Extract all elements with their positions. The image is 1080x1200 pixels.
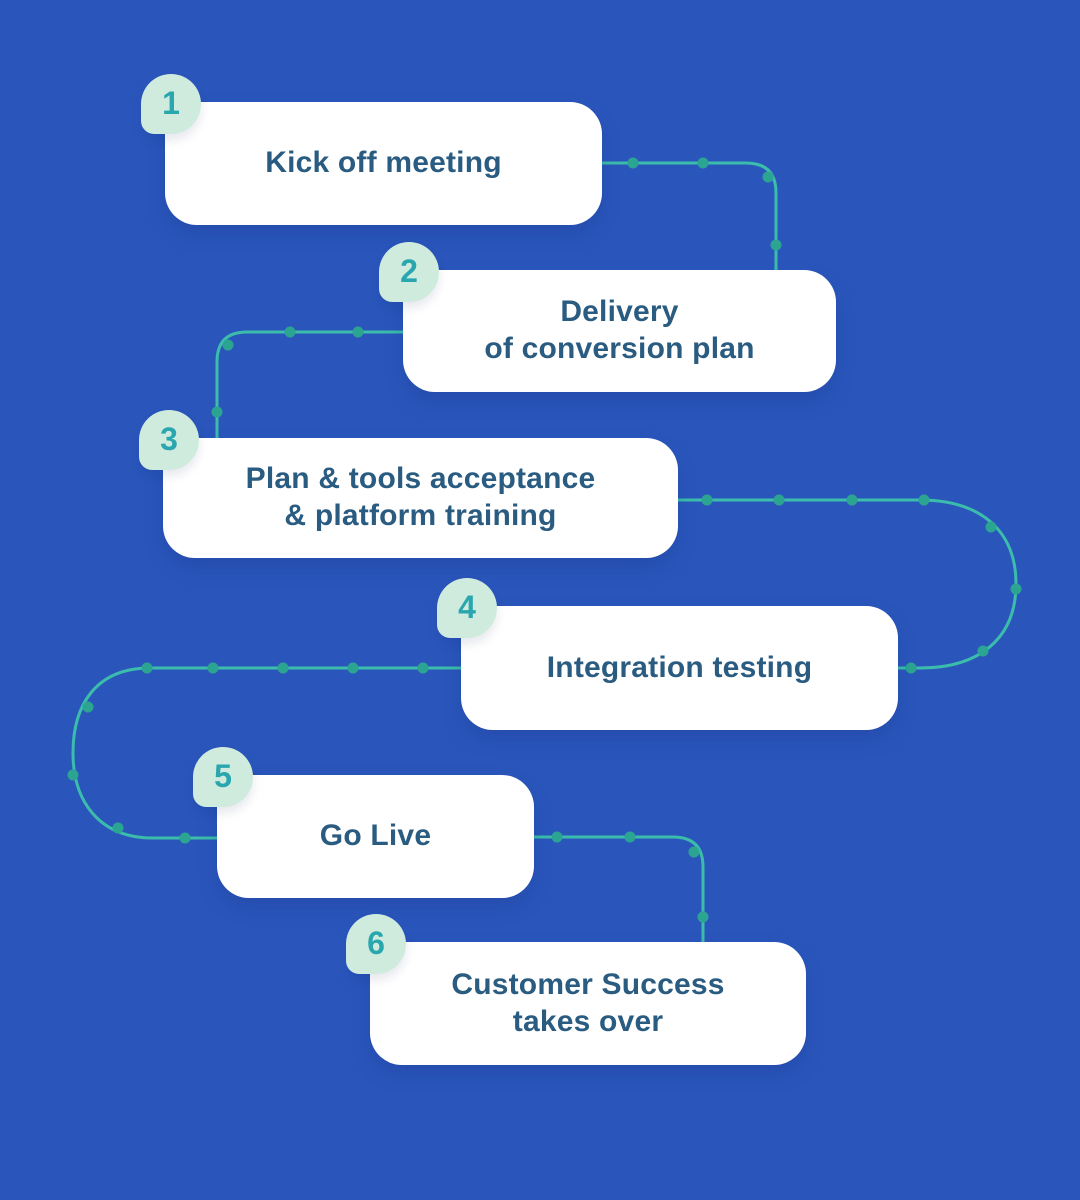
- connector-dot: [179, 832, 191, 844]
- connector-dot: [977, 645, 989, 657]
- step-4-label: Integration testing: [546, 650, 813, 684]
- step-card-3: 3 Plan & tools acceptance & platform tra…: [139, 410, 678, 558]
- step-card-6: 6 Customer Success takes over: [346, 914, 806, 1065]
- connector-segment-5-6: [531, 835, 705, 945]
- connector-dot: [773, 494, 785, 506]
- connector-dot: [211, 406, 223, 418]
- connector-dot: [762, 171, 774, 183]
- connector-dot: [697, 911, 709, 923]
- connector-dot: [770, 239, 782, 251]
- connector-dot: [352, 326, 364, 338]
- connector-dot: [417, 662, 429, 674]
- connector-dot: [551, 831, 563, 843]
- step-2-label: Delivery of conversion plan: [484, 295, 755, 365]
- connector-dot: [284, 326, 296, 338]
- step-2-number-badge: 2: [379, 242, 439, 302]
- connector-dot: [688, 846, 700, 858]
- connector-dot: [112, 822, 124, 834]
- connector-segment-1-2: [600, 161, 778, 273]
- connector-dot: [82, 701, 94, 713]
- connector-dot: [627, 157, 639, 169]
- step-3-number: 3: [160, 421, 178, 457]
- step-6-label: Customer Success takes over: [451, 967, 725, 1038]
- connector-dot: [985, 521, 997, 533]
- connector-dot: [918, 494, 930, 506]
- connector-dot: [277, 662, 289, 674]
- connector-dot: [701, 494, 713, 506]
- step-card-2: 2 Delivery of conversion plan: [379, 242, 836, 392]
- connector-dot: [697, 157, 709, 169]
- step-3-label: Plan & tools acceptance & platform train…: [245, 462, 596, 532]
- connector-dot: [846, 494, 858, 506]
- step-1-label: Kick off meeting: [265, 146, 502, 180]
- step-6-number: 6: [367, 925, 385, 961]
- connector-dot: [207, 662, 219, 674]
- step-card-1: 1 Kick off meeting: [141, 74, 602, 225]
- step-card-5: 5 Go Live: [193, 747, 534, 898]
- step-1-number: 1: [162, 85, 180, 121]
- step-5-number-badge: 5: [193, 747, 253, 807]
- step-6-number-badge: 6: [346, 914, 406, 974]
- connector-dots: [67, 157, 1022, 923]
- connector-dot: [624, 831, 636, 843]
- connector-segment-2-3: [215, 330, 406, 441]
- connector-dot: [1010, 583, 1022, 595]
- connector-dot: [905, 662, 917, 674]
- step-2-number: 2: [400, 253, 418, 289]
- connector-dot: [141, 662, 153, 674]
- step-4-number-badge: 4: [437, 578, 497, 638]
- step-5-label: Go Live: [319, 819, 432, 853]
- connector-dot: [222, 339, 234, 351]
- step-3-number-badge: 3: [139, 410, 199, 470]
- step-5-number: 5: [214, 758, 232, 794]
- connector-dot: [347, 662, 359, 674]
- step-1-number-badge: 1: [141, 74, 201, 134]
- step-4-number: 4: [458, 589, 476, 625]
- step-card-4: 4 Integration testing: [437, 578, 898, 730]
- connector-dot: [67, 769, 79, 781]
